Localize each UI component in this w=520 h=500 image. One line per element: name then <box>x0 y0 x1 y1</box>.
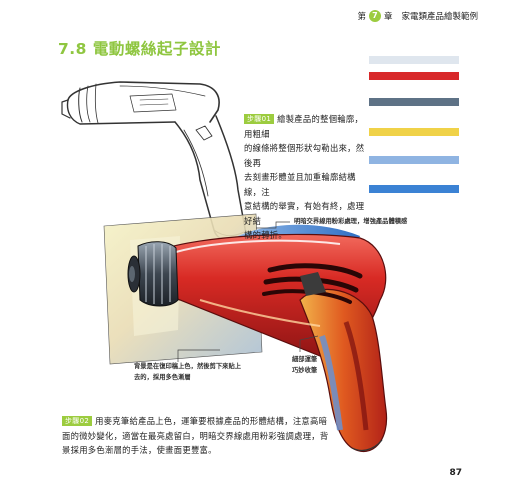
color-swatch-blue <box>369 185 459 193</box>
chapter-suffix: 章 <box>383 12 393 22</box>
step1-line: 意結構的舉實，有始有終，處理好結 <box>244 201 365 226</box>
line-sketch <box>61 81 247 243</box>
step1-tag: 步驟01 <box>244 114 275 124</box>
callout-detail-strokes: 細部運筆 巧妙收筆 <box>292 356 318 374</box>
step1-line: 構的轉折。 <box>244 230 287 240</box>
step2-line: 面的微妙變化，適當在最亮處留白，明暗交界線處用粉彩強調處理，背 <box>62 430 329 441</box>
chapter-title: 家電類產品繪製範例 <box>401 12 478 22</box>
color-swatch-silver <box>369 56 459 64</box>
chapter-prefix: 第 <box>357 12 366 22</box>
page-number: 87 <box>449 468 462 478</box>
step1-line: 的線條將整個形狀勾勒出來，然後再 <box>244 143 365 168</box>
color-swatch-grey-blue <box>369 98 459 106</box>
color-swatch-light-blue <box>369 156 459 164</box>
step2-tag: 步驟02 <box>62 416 93 426</box>
color-swatch-yellow <box>369 128 459 136</box>
chapter-header: 第 7 章 家電類產品繪製範例 <box>357 10 478 22</box>
step1-line: 去刻畫形體並且加重輪廓結構線，注 <box>244 172 356 197</box>
chapter-number-badge: 7 <box>368 10 381 22</box>
callout-background: 背景是在復印稿上色，然後剪下來貼上 去的，採用多色漸層 <box>134 363 242 381</box>
callout-terminator-line: 明暗交界線用粉彩處理，增強產品體積感 <box>294 218 408 225</box>
section-title: 7.8 電動螺絲起子設計 <box>58 40 221 58</box>
color-swatch-red <box>369 72 459 80</box>
colored-rendering <box>103 213 388 453</box>
step2-line: 景採用多色漸層的手法，使畫面更豐富。 <box>62 445 217 455</box>
